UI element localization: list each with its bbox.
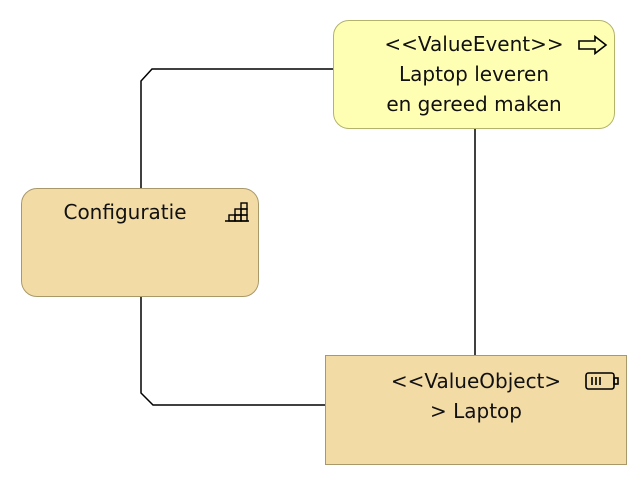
value-object-name: > Laptop [430,399,522,423]
value-event-node[interactable]: <<ValueEvent>> Laptop leveren en gereed … [333,20,615,129]
configuration-label: Configuratie [63,200,187,224]
connector-config-to-object[interactable] [140,297,325,406]
value-object-label: <<ValueObject> > Laptop [326,366,626,426]
arrow-right-outline-icon [578,35,608,55]
value-object-node[interactable]: <<ValueObject> > Laptop [325,355,627,465]
value-event-label: <<ValueEvent>> Laptop leveren en gereed … [334,29,614,119]
battery-icon [585,372,619,390]
configuration-node[interactable]: Configuratie [21,188,259,297]
value-event-name-line1: Laptop leveren [399,62,549,86]
capability-steps-icon [225,202,249,222]
connector-config-to-event[interactable] [140,68,333,188]
value-event-stereotype: <<ValueEvent>> [384,32,564,56]
value-object-stereotype: <<ValueObject> [390,369,562,393]
value-event-name-line2: en gereed maken [386,92,562,116]
